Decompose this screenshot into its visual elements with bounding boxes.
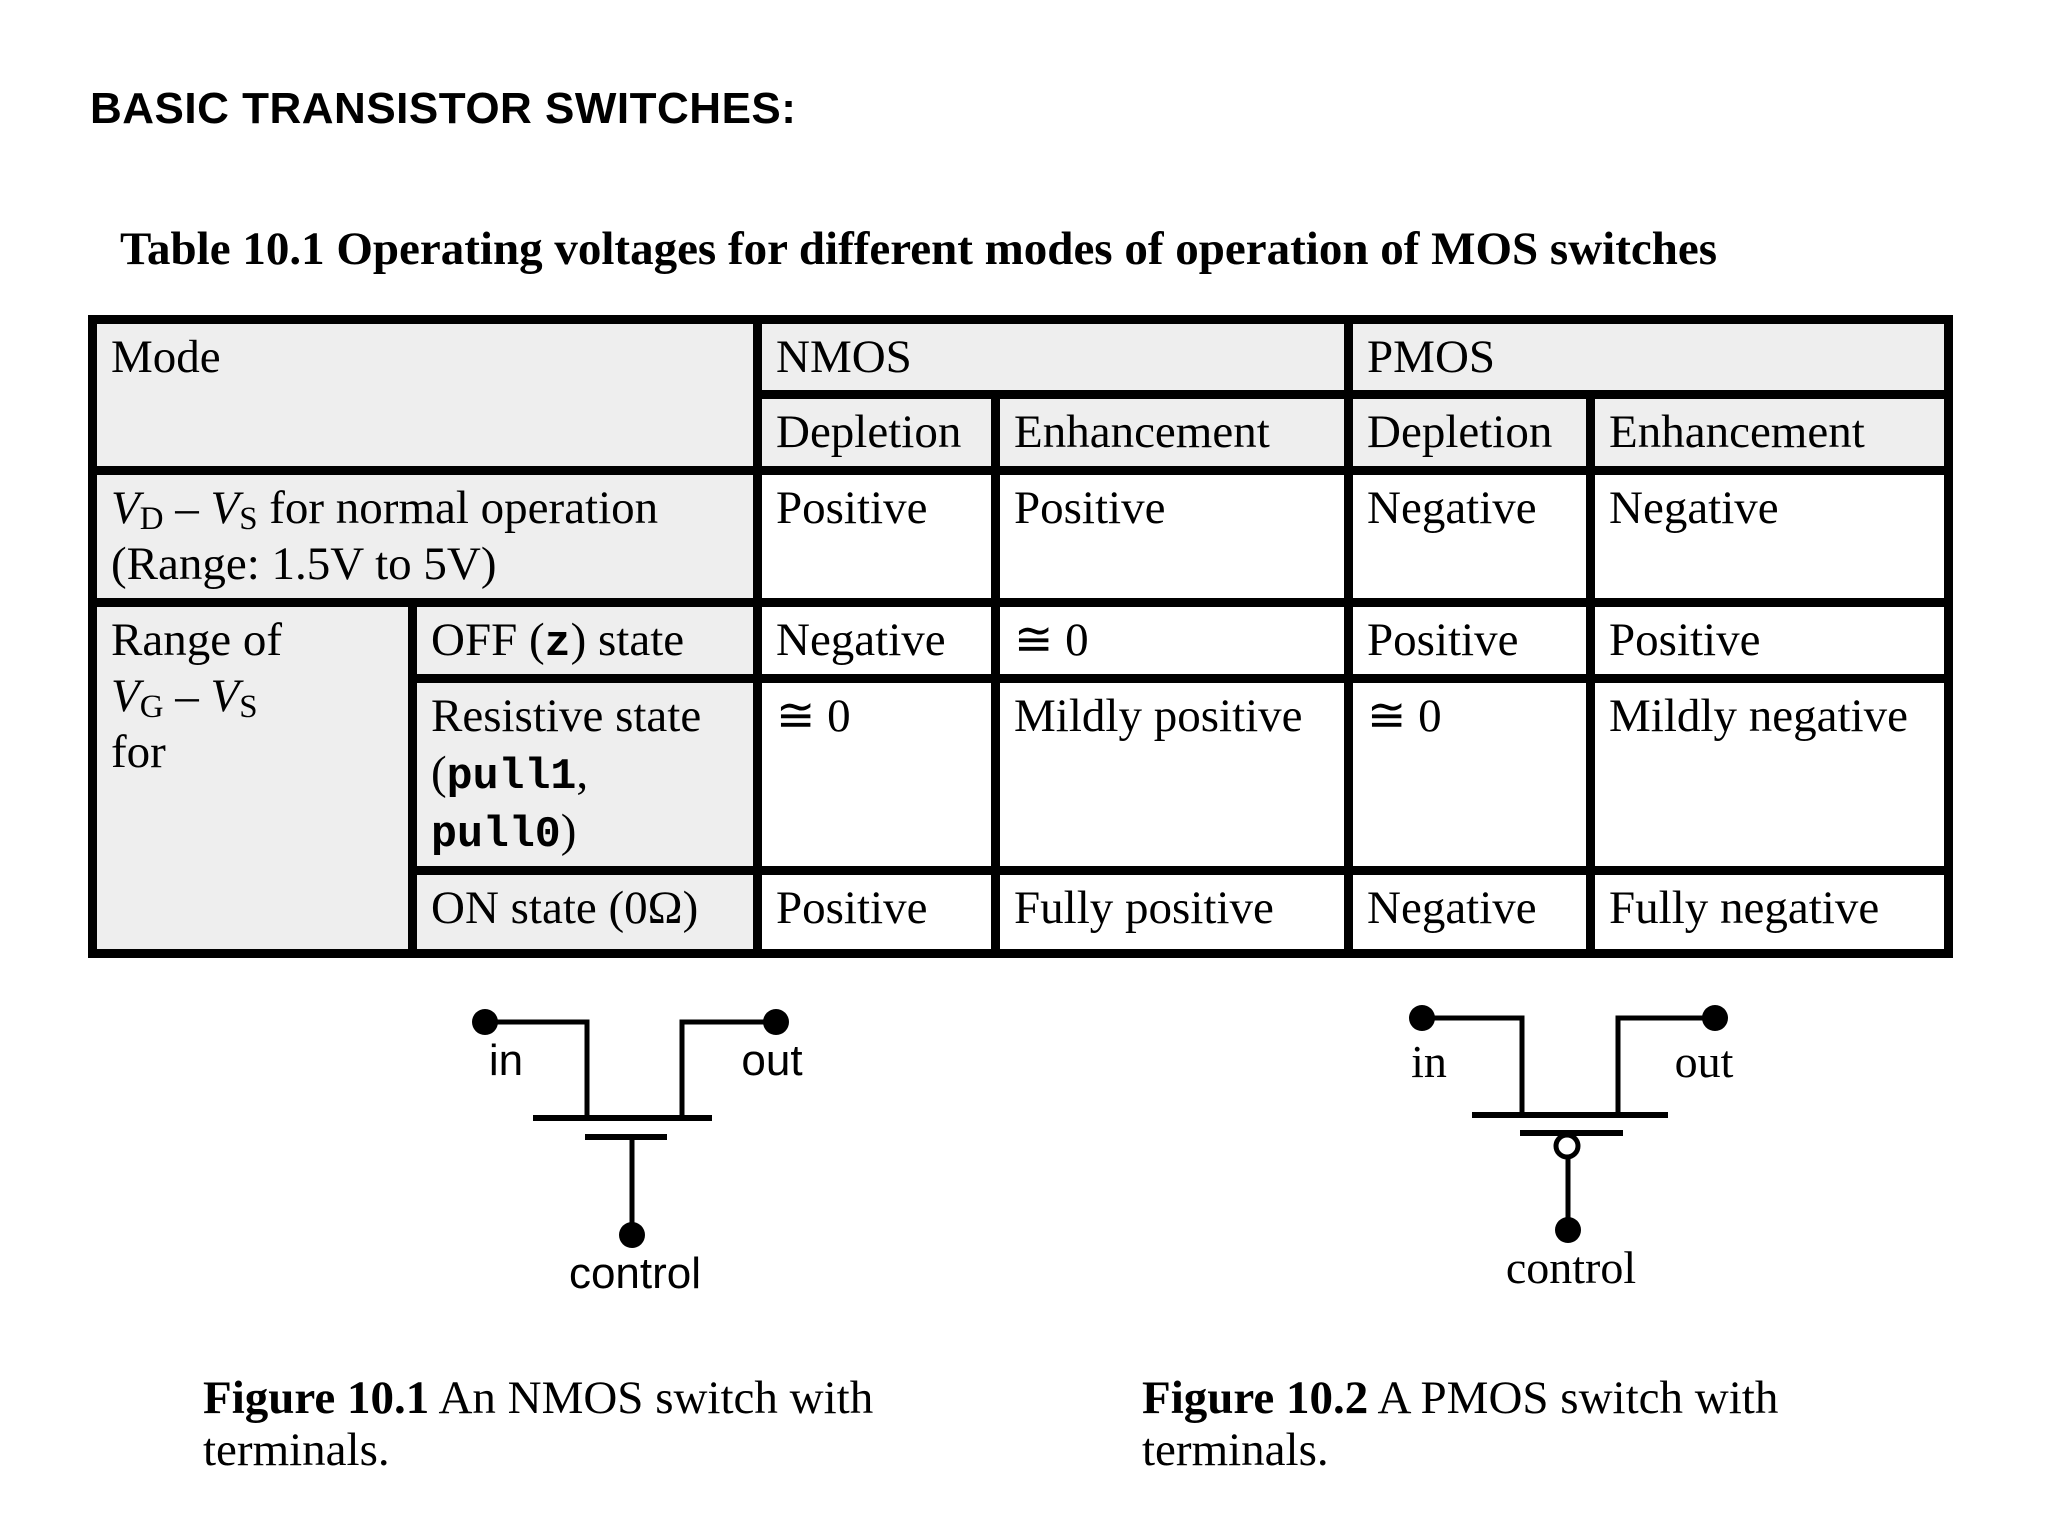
cell-on-pmos-depletion: Negative xyxy=(1344,865,1596,958)
label-vds-normal-operation: VD – VS for normal operation (Range: 1.5… xyxy=(88,465,762,607)
page-title: BASIC TRANSISTOR SWITCHES: xyxy=(90,84,797,133)
label-range-vgs: Range of VG – VS for xyxy=(88,597,417,958)
nmos-in-wire xyxy=(485,1019,590,1121)
cell-resistive-pmos-enhancement: Mildly negative xyxy=(1586,674,1954,875)
mos-operating-voltages-table: Mode NMOS PMOS Depletion Enhancement Dep… xyxy=(88,314,1954,958)
pmos-bubble-icon xyxy=(1553,1132,1581,1160)
header-pmos-enhancement: Enhancement xyxy=(1586,390,1954,475)
header-nmos-depletion: Depletion xyxy=(753,390,1000,475)
nmos-in-label: in xyxy=(489,1036,523,1085)
label-on-state: ON state (0Ω) xyxy=(408,865,762,958)
cell-resistive-nmos-depletion: ≅ 0 xyxy=(753,674,1000,875)
table-header-row-2: Depletion Enhancement Depletion Enhancem… xyxy=(93,390,1954,475)
figure-10-1-caption: Figure 10.1 An NMOS switch with terminal… xyxy=(203,1372,874,1476)
row-vds-normal-operation: VD – VS for normal operation (Range: 1.5… xyxy=(88,465,1954,607)
nmos-control-terminal-dot xyxy=(619,1222,645,1248)
cell-off-pmos-enhancement: Positive xyxy=(1586,597,1954,684)
pmos-out-wire xyxy=(1615,1015,1715,1118)
cell-on-nmos-depletion: Positive xyxy=(753,865,1000,958)
header-pmos-depletion: Depletion xyxy=(1344,390,1596,475)
cell-on-nmos-enhancement: Fully positive xyxy=(990,865,1354,958)
cell-vds-nmos-depletion: Positive xyxy=(753,465,1000,607)
label-resistive-state: Resistive state (pull1, pull0) xyxy=(408,674,762,875)
cell-off-pmos-depletion: Positive xyxy=(1344,597,1596,684)
pmos-switch-diagram: in out control xyxy=(1409,1005,1734,1293)
row-on-state: ON state (0Ω) Positive Fully positive Ne… xyxy=(93,865,1954,958)
pmos-control-label: control xyxy=(1506,1242,1636,1293)
row-off-state: Range of VG – VS for OFF (z) state Negat… xyxy=(88,597,1954,958)
figure-10-2-caption: Figure 10.2 A PMOS switch with terminals… xyxy=(1142,1372,1779,1476)
pmos-out-label: out xyxy=(1675,1036,1734,1087)
cell-vds-pmos-depletion: Negative xyxy=(1344,465,1596,607)
nmos-switch-diagram: in out control xyxy=(472,1009,803,1298)
row-resistive-state: Resistive state (pull1, pull0) ≅ 0 Mildl… xyxy=(93,674,1954,875)
pmos-control-terminal-dot xyxy=(1555,1217,1581,1243)
cell-off-nmos-depletion: Negative xyxy=(753,597,1000,684)
cell-on-pmos-enhancement: Fully negative xyxy=(1586,865,1954,958)
nmos-out-label: out xyxy=(741,1036,802,1085)
nmos-out-wire xyxy=(679,1019,776,1121)
header-pmos: PMOS xyxy=(1344,314,1954,400)
label-off-state: OFF (z) state xyxy=(408,597,762,684)
header-nmos: NMOS xyxy=(752,314,1354,400)
cell-vds-pmos-enhancement: Negative xyxy=(1586,465,1954,607)
cell-resistive-pmos-depletion: ≅ 0 xyxy=(1344,674,1596,875)
table-caption: Table 10.1 Operating voltages for differ… xyxy=(120,223,1718,275)
header-nmos-enhancement: Enhancement xyxy=(990,390,1354,475)
pmos-in-label: in xyxy=(1411,1036,1447,1087)
cell-vds-nmos-enhancement: Positive xyxy=(990,465,1354,607)
cell-off-nmos-enhancement: ≅ 0 xyxy=(990,597,1354,684)
table-header-row-1: Mode NMOS PMOS xyxy=(88,314,1954,475)
pmos-in-wire xyxy=(1422,1015,1525,1118)
nmos-control-label: control xyxy=(569,1249,701,1298)
cell-resistive-nmos-enhancement: Mildly positive xyxy=(990,674,1354,875)
header-mode: Mode xyxy=(88,315,762,475)
